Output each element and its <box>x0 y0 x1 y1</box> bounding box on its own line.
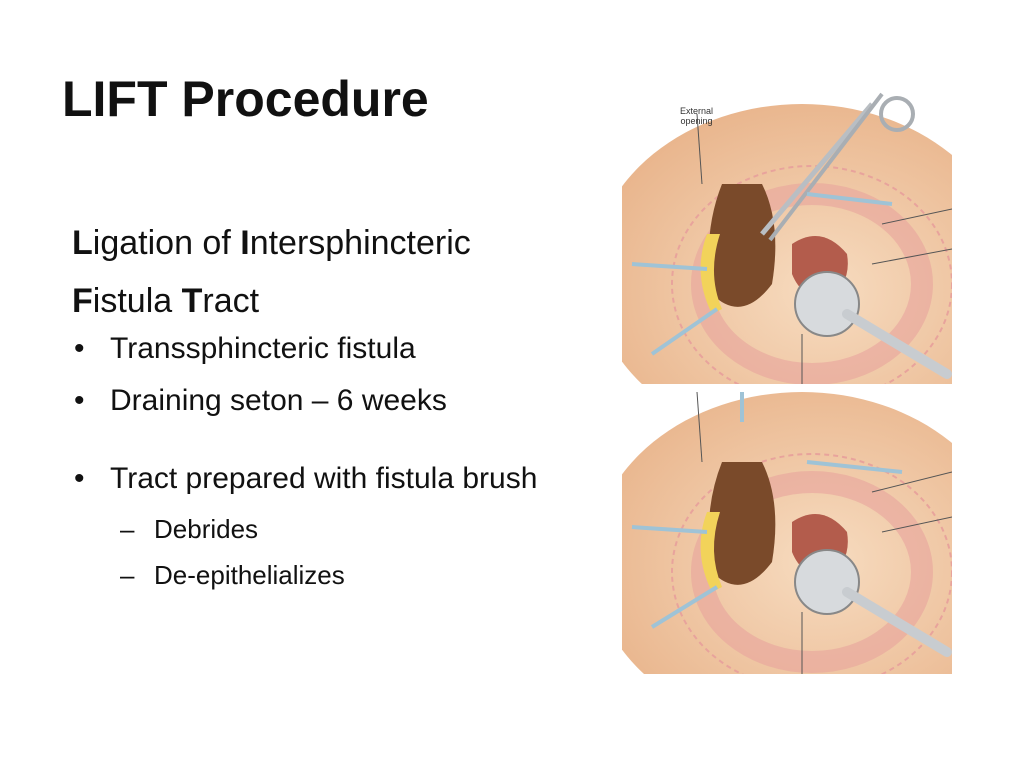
label-opening: opening <box>680 116 713 126</box>
bullet-dot: • <box>74 462 85 495</box>
definition-letter: T <box>181 282 203 320</box>
suture-needle-shape <box>650 307 719 356</box>
dashed-ring-shape <box>671 453 952 674</box>
sub-bullet-item: – De-epithelializes <box>72 558 592 592</box>
definition-text: ract <box>202 282 260 320</box>
bullet-text: Draining seton – 6 weeks <box>110 384 447 417</box>
label-pointer-shape <box>696 113 703 185</box>
label-pointer-shape <box>696 392 703 463</box>
dashed-ring-shape <box>671 165 952 384</box>
sub-bullet-dash: – <box>120 514 135 544</box>
definition-line-1: Ligation of Intersphincteric <box>72 220 592 282</box>
illustration-top-svg <box>622 92 952 384</box>
surgical-illustration-top: External opening <box>622 84 952 384</box>
label-pointer-shape <box>881 516 952 533</box>
sub-bullet-text: Debrides <box>154 514 259 544</box>
label-pointer-shape <box>871 471 952 493</box>
surgical-illustration-bottom <box>622 392 952 674</box>
bullet-item: • Draining seton – 6 weeks <box>72 382 592 420</box>
bullet-item: • Transsphincteric fistula <box>72 330 592 368</box>
suture-needle-shape <box>631 525 708 534</box>
sub-bullet-item: – Debrides <box>72 512 592 546</box>
clamp-arm-shape <box>760 102 874 236</box>
bullet-dot: • <box>74 332 85 365</box>
clamp-arm-shape <box>768 92 884 242</box>
label-pointer-shape <box>871 248 952 265</box>
bullet-item: • Tract prepared with fistula brush <box>72 460 570 498</box>
retractor-handle-shape <box>842 587 952 657</box>
retractor-bowl-shape <box>794 271 860 337</box>
incision-cavity-shape <box>708 184 776 307</box>
incision-cavity-shape <box>708 462 776 585</box>
definition-text: ntersphincteric <box>249 224 471 262</box>
label-pointer-shape <box>881 208 952 225</box>
definition-letter: I <box>240 224 250 262</box>
sphincter-ring-shape <box>691 471 933 673</box>
bullet-dot: • <box>74 384 85 417</box>
bullet-text: Transsphincteric fistula <box>110 332 416 365</box>
label-external: External <box>680 106 714 116</box>
definition-text: igation of <box>92 224 241 262</box>
suture-needle-shape <box>806 460 903 474</box>
definition-line-2: Fistula Tract <box>72 278 592 340</box>
suture-needle-shape <box>806 192 893 206</box>
suture-needle-shape <box>631 262 708 271</box>
definition-letter: F <box>72 282 93 320</box>
bullet-text: Tract prepared with fistula brush <box>110 462 538 495</box>
sub-bullet-text: De-epithelializes <box>154 560 345 590</box>
retractor-handle-shape <box>842 309 952 379</box>
sub-bullet-dash: – <box>120 560 135 590</box>
fat-tissue-shape <box>700 234 722 314</box>
definition-text: istula <box>92 282 182 320</box>
slide-title: LIFT Procedure <box>62 71 429 127</box>
suture-needle-shape <box>650 585 719 629</box>
illustration-label: External opening <box>680 106 713 126</box>
illustration-bottom-svg <box>622 392 952 674</box>
definition-letter: L <box>72 224 93 262</box>
slide-body: Ligation of Intersphincteric Fistula Tra… <box>72 220 592 604</box>
retractor-bowl-shape <box>794 549 860 615</box>
clamp-ring-shape <box>879 96 915 132</box>
